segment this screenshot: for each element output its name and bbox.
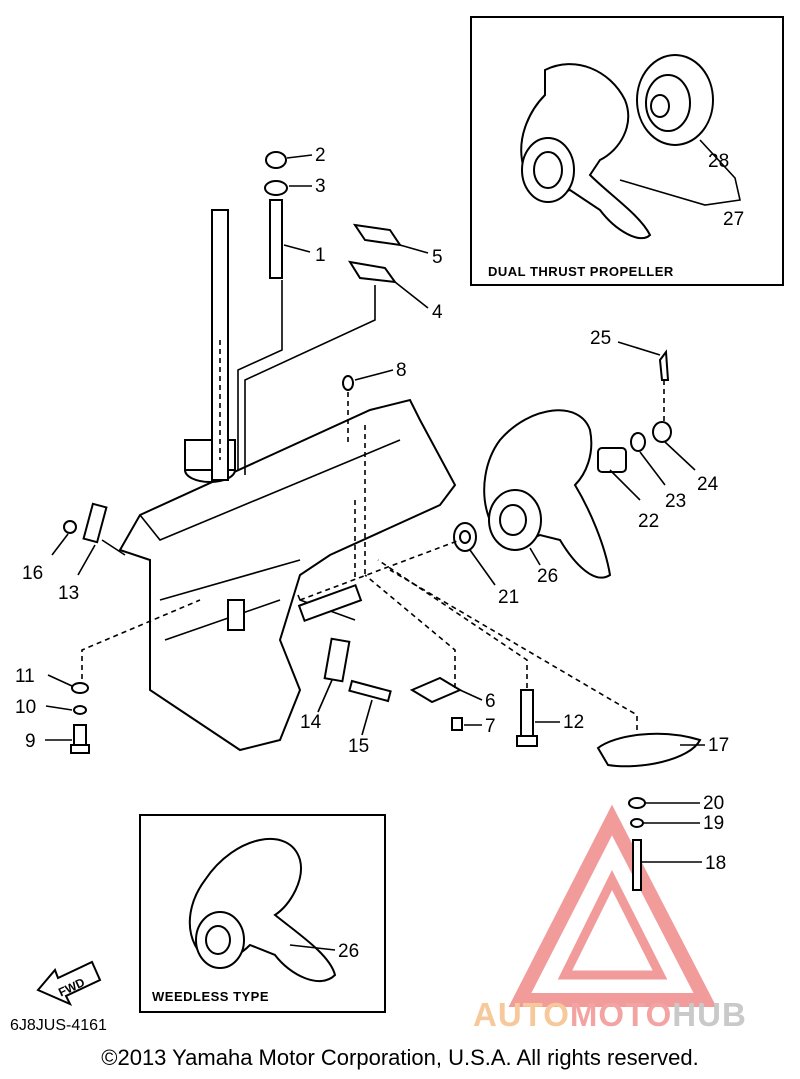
part-label-18: 18 <box>705 853 726 874</box>
part-label-2: 2 <box>315 145 326 166</box>
watermark-logo-triangle <box>508 804 717 1007</box>
spacer-22 <box>597 447 627 473</box>
part-label-21: 21 <box>498 587 519 608</box>
part-label-1: 1 <box>315 245 326 266</box>
lower-casing <box>118 398 457 752</box>
dual-thrust-inset: DUAL THRUST PROPELLER <box>470 16 784 286</box>
anode-14 <box>323 637 351 683</box>
shift-rod <box>264 151 288 279</box>
part-label-19: 19 <box>703 813 724 834</box>
washer-23 <box>630 432 646 452</box>
fwd-arrow-icon: FWD <box>36 960 102 1007</box>
part-label-14: 14 <box>300 712 322 733</box>
part-label-5: 5 <box>432 247 443 268</box>
anode-parts <box>347 223 403 284</box>
cover-6 <box>409 676 463 704</box>
part-label-22: 22 <box>638 511 659 532</box>
bolt-16 <box>63 520 77 534</box>
bolt-15 <box>348 679 392 703</box>
part-label-15: 15 <box>348 736 369 757</box>
part-label-25: 25 <box>590 328 611 349</box>
part-label-28: 28 <box>708 151 729 172</box>
bolt-12 <box>520 689 534 739</box>
part-label-10: 10 <box>15 697 36 718</box>
part-label-6: 6 <box>485 691 496 712</box>
cotter-pin-25 <box>658 349 670 381</box>
screw-7 <box>451 717 463 731</box>
part-label-12: 12 <box>563 712 584 733</box>
trim-tab-17 <box>596 732 702 768</box>
weedless-title: WEEDLESS TYPE <box>152 989 269 1004</box>
part-label-8: 8 <box>396 360 407 381</box>
part-label-23: 23 <box>665 491 686 512</box>
watermark-wordmark: AUTOMOTOHUB <box>473 996 747 1033</box>
anode-13 <box>82 502 108 544</box>
part-label-26-weedless: 26 <box>338 941 359 962</box>
part-label-20: 20 <box>703 793 724 814</box>
part-label-24: 24 <box>697 474 719 495</box>
part-label-17: 17 <box>708 735 729 756</box>
dual-thrust-title: DUAL THRUST PROPELLER <box>488 264 674 279</box>
part-label-11: 11 <box>15 666 35 687</box>
copyright-notice: ©2013 Yamaha Motor Corporation, U.S.A. A… <box>101 1045 699 1070</box>
dual-thrust-propeller <box>520 63 652 240</box>
part-label-9: 9 <box>25 731 36 752</box>
part-label-7: 7 <box>485 716 496 737</box>
part-label-13: 13 <box>58 583 79 604</box>
diagram-code: 6J8JUS-4161 <box>10 1017 107 1034</box>
weedless-inset: WEEDLESS TYPE <box>139 814 386 1013</box>
main-propeller <box>483 409 612 579</box>
part-label-4: 4 <box>432 302 443 323</box>
part-label-16: 16 <box>22 563 43 584</box>
part-label-3: 3 <box>315 176 326 197</box>
part-label-26: 26 <box>537 566 558 587</box>
nut-24 <box>652 421 672 443</box>
part-label-27: 27 <box>723 209 744 230</box>
